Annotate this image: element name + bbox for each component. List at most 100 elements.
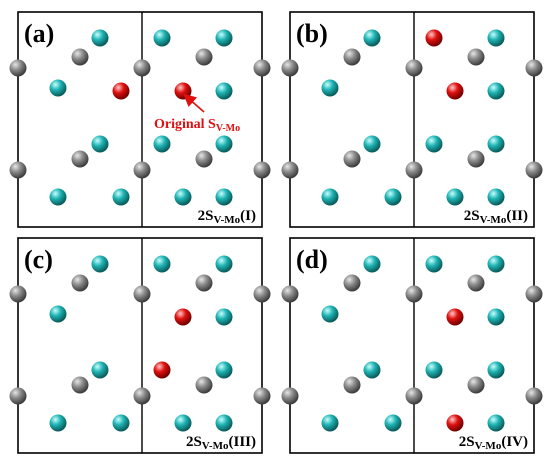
red-atom — [446, 82, 464, 100]
annotation-subscript: V-Mo — [216, 123, 240, 134]
red-atom — [446, 414, 464, 432]
teal-atom — [487, 135, 505, 153]
teal-atom — [321, 188, 339, 206]
teal-atom — [153, 255, 171, 273]
gray-atom — [281, 387, 299, 405]
gray-atom — [467, 150, 485, 168]
teal-atom — [215, 414, 233, 432]
panel-frame — [289, 237, 535, 454]
gray-atom — [405, 387, 423, 405]
teal-atom — [363, 255, 381, 273]
gray-atom — [525, 387, 543, 405]
teal-atom — [363, 135, 381, 153]
config-main: 2S — [459, 434, 475, 450]
gray-atom — [467, 48, 485, 66]
config-subscript: V-Mo — [202, 440, 229, 452]
panel-c: (c) 2SV-Mo(III) — [9, 237, 271, 454]
teal-atom — [215, 135, 233, 153]
original-site-annotation: Original SV-Mo — [154, 93, 240, 134]
gray-atom — [195, 274, 213, 292]
teal-atom — [487, 29, 505, 47]
configuration-label: 2SV-Mo(II) — [464, 208, 528, 226]
teal-atom — [153, 29, 171, 47]
gray-atom — [253, 59, 271, 77]
config-main: 2S — [464, 208, 480, 224]
gray-atom — [133, 59, 151, 77]
panel-label: (d) — [296, 245, 328, 274]
gray-atom — [343, 150, 361, 168]
gray-atom — [281, 59, 299, 77]
teal-atom — [487, 414, 505, 432]
teal-atom — [174, 188, 192, 206]
red-atom — [425, 29, 443, 47]
gray-atom — [71, 150, 89, 168]
teal-atom — [363, 29, 381, 47]
teal-atom — [215, 29, 233, 47]
atoms-layer — [281, 255, 543, 432]
gray-atom — [9, 285, 27, 303]
gray-atom — [195, 150, 213, 168]
gray-atom — [71, 376, 89, 394]
teal-atom — [384, 414, 402, 432]
config-main: 2S — [198, 208, 214, 224]
teal-atom — [112, 414, 130, 432]
panel-label: (a) — [24, 19, 54, 48]
teal-atom — [487, 361, 505, 379]
teal-atom — [384, 188, 402, 206]
gray-atom — [133, 387, 151, 405]
red-atom — [174, 308, 192, 326]
annotation-main: Original S — [154, 117, 216, 132]
teal-atom — [321, 305, 339, 323]
atoms-layer — [281, 29, 543, 206]
red-atom — [174, 82, 192, 100]
gray-atom — [281, 285, 299, 303]
red-atom — [153, 361, 171, 379]
teal-atom — [215, 188, 233, 206]
gray-atom — [525, 59, 543, 77]
config-main: 2S — [186, 434, 202, 450]
teal-atom — [91, 135, 109, 153]
teal-atom — [215, 255, 233, 273]
gray-atom — [467, 274, 485, 292]
teal-atom — [49, 188, 67, 206]
config-tail: (III) — [228, 434, 256, 450]
gray-atom — [405, 161, 423, 179]
configuration-label: 2SV-Mo(IV) — [459, 434, 528, 452]
teal-atom — [215, 82, 233, 100]
teal-atom — [487, 308, 505, 326]
configuration-label: 2SV-Mo(III) — [186, 434, 256, 452]
teal-atom — [215, 361, 233, 379]
panel-d: (d) 2SV-Mo(IV) — [281, 237, 543, 454]
annotation-text: Original SV-Mo — [154, 117, 240, 134]
config-subscript: V-Mo — [213, 214, 240, 226]
config-subscript: V-Mo — [475, 440, 502, 452]
teal-atom — [321, 414, 339, 432]
gray-atom — [405, 285, 423, 303]
teal-atom — [215, 308, 233, 326]
gray-atom — [9, 387, 27, 405]
config-tail: (I) — [240, 208, 256, 224]
gray-atom — [343, 274, 361, 292]
teal-atom — [174, 414, 192, 432]
gray-atom — [133, 161, 151, 179]
gray-atom — [253, 161, 271, 179]
gray-atom — [253, 285, 271, 303]
gray-atom — [133, 285, 151, 303]
gray-atom — [253, 387, 271, 405]
red-atom — [112, 82, 130, 100]
config-tail: (II) — [506, 208, 528, 224]
panel-b: (b) 2SV-Mo(II) — [281, 11, 543, 228]
gray-atom — [343, 376, 361, 394]
atoms-layer — [9, 255, 271, 432]
annotation-arrow — [183, 93, 205, 113]
gray-atom — [9, 59, 27, 77]
teal-atom — [321, 79, 339, 97]
teal-atom — [49, 414, 67, 432]
teal-atom — [487, 82, 505, 100]
teal-atom — [425, 361, 443, 379]
teal-atom — [112, 188, 130, 206]
gray-atom — [467, 376, 485, 394]
gray-atom — [405, 59, 423, 77]
teal-atom — [425, 135, 443, 153]
